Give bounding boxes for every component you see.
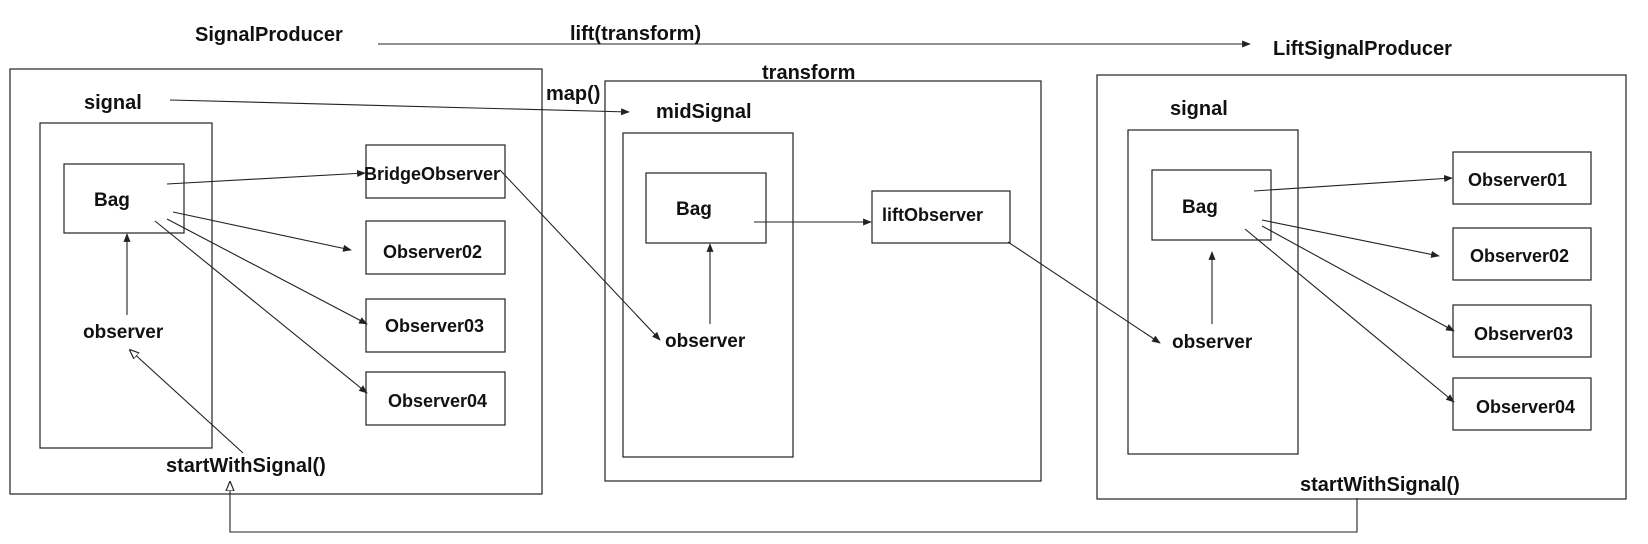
right-observer-box-1 bbox=[1452, 151, 1592, 205]
left-observer-box-3 bbox=[365, 298, 506, 353]
mid-observer-label: observer bbox=[665, 331, 746, 352]
left-signal-box bbox=[39, 122, 213, 449]
mid-signal-label: midSignal bbox=[656, 101, 752, 123]
lift-observer-box bbox=[871, 190, 1011, 244]
left-start-to-observer-arrow bbox=[130, 350, 244, 454]
left-bag-label: Bag bbox=[94, 190, 130, 211]
transform-box bbox=[604, 80, 1042, 482]
lift-observer-to-right-observer-arrow bbox=[1007, 241, 1161, 344]
source-producer-label: SignalProducer bbox=[195, 24, 343, 46]
right-bag-to-observer-4-arrow bbox=[1244, 228, 1455, 403]
left-bag-to-observer-2-arrow bbox=[172, 211, 352, 252]
transform-title: transform bbox=[762, 62, 855, 84]
left-start-label: startWithSignal() bbox=[166, 455, 326, 477]
bridge-to-mid-observer-arrow bbox=[499, 169, 661, 341]
left-observer-label-4: Observer04 bbox=[388, 391, 487, 411]
left-signal-label: signal bbox=[84, 92, 142, 114]
right-start-label: startWithSignal() bbox=[1300, 474, 1460, 496]
left-bag-to-observer-4-arrow bbox=[154, 220, 368, 394]
right-bag-box bbox=[1151, 169, 1272, 241]
right-observer-label-2: Observer02 bbox=[1470, 246, 1569, 266]
mid-bag-box bbox=[645, 172, 767, 244]
left-observer-label-1: BridgeObserver bbox=[364, 164, 500, 184]
right-bag-to-observer-3-arrow bbox=[1261, 225, 1455, 332]
left-bag-to-observer-3-arrow bbox=[166, 218, 368, 325]
right-bag-to-observer-1-arrow bbox=[1253, 175, 1453, 192]
left-observer-box-2 bbox=[365, 220, 506, 275]
left-bag-box bbox=[63, 163, 185, 234]
lift-observer-label: liftObserver bbox=[882, 205, 983, 225]
left-observer-box-4 bbox=[365, 371, 506, 426]
right-signal-label: signal bbox=[1170, 98, 1228, 120]
signal-to-midsignal-arrow bbox=[169, 99, 630, 116]
right-observer-label-4: Observer04 bbox=[1476, 397, 1575, 417]
mid-bag-label: Bag bbox=[676, 199, 712, 220]
right-observer-label-1: Observer01 bbox=[1468, 170, 1567, 190]
right-bag-label: Bag bbox=[1182, 197, 1218, 218]
right-producer-box bbox=[1096, 74, 1627, 500]
lift-operator-label: lift(transform) bbox=[570, 23, 701, 45]
start-connector-arrow bbox=[230, 482, 1358, 533]
right-signal-box bbox=[1127, 129, 1299, 455]
map-label: map() bbox=[546, 83, 600, 105]
left-bag-to-observer-1-arrow bbox=[166, 169, 366, 185]
left-observer-label-2: Observer02 bbox=[383, 242, 482, 262]
result-producer-label: LiftSignalProducer bbox=[1273, 38, 1452, 60]
left-observer-box-1 bbox=[365, 144, 506, 199]
right-observer-label-3: Observer03 bbox=[1474, 324, 1573, 344]
left-observer-label-3: Observer03 bbox=[385, 316, 484, 336]
right-observer-box-2 bbox=[1452, 227, 1592, 281]
right-bag-to-observer-2-arrow bbox=[1261, 219, 1440, 258]
left-observer-label: observer bbox=[83, 322, 164, 343]
mid-signal-box bbox=[622, 132, 794, 458]
left-producer-box bbox=[9, 68, 543, 495]
right-observer-label: observer bbox=[1172, 332, 1253, 353]
right-observer-box-4 bbox=[1452, 377, 1592, 431]
